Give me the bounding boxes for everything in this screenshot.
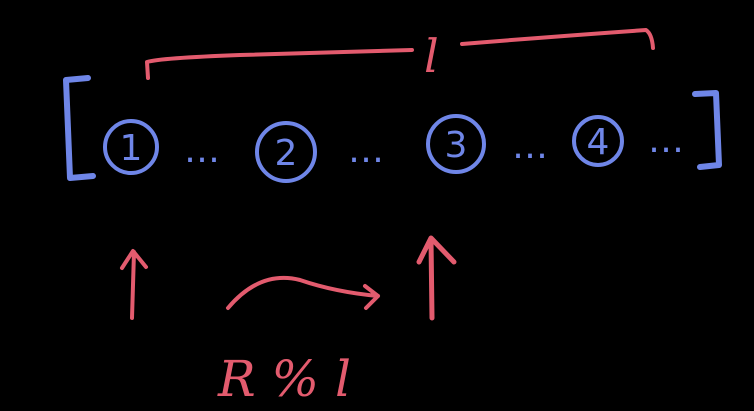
array-element-4: 4 … bbox=[572, 115, 684, 167]
start-pointer-arrow bbox=[120, 249, 148, 320]
element-label: 3 bbox=[445, 125, 468, 166]
element-circle bbox=[572, 115, 624, 167]
array-element-2: 2 … bbox=[255, 121, 384, 183]
length-bracket-right bbox=[460, 28, 655, 50]
element-ellipsis: … bbox=[184, 130, 220, 171]
element-label: 1 bbox=[120, 128, 143, 169]
array-right-bracket bbox=[692, 90, 722, 170]
element-ellipsis: … bbox=[648, 120, 684, 161]
element-label: 4 bbox=[587, 122, 610, 163]
element-ellipsis: … bbox=[512, 126, 548, 167]
element-ellipsis: … bbox=[348, 130, 384, 171]
element-circle bbox=[103, 119, 159, 175]
element-circle bbox=[426, 114, 486, 174]
target-pointer-arrow bbox=[416, 235, 457, 321]
element-circle bbox=[255, 121, 317, 183]
array-element-3: 3 … bbox=[426, 114, 548, 174]
shift-label: R % l bbox=[217, 350, 351, 408]
element-label: 2 bbox=[275, 133, 298, 174]
array-element-1: 1 … bbox=[103, 119, 220, 175]
length-label: l bbox=[424, 29, 439, 83]
shift-arrow bbox=[226, 275, 380, 310]
array-left-bracket bbox=[63, 75, 96, 181]
length-bracket-left bbox=[145, 48, 414, 80]
